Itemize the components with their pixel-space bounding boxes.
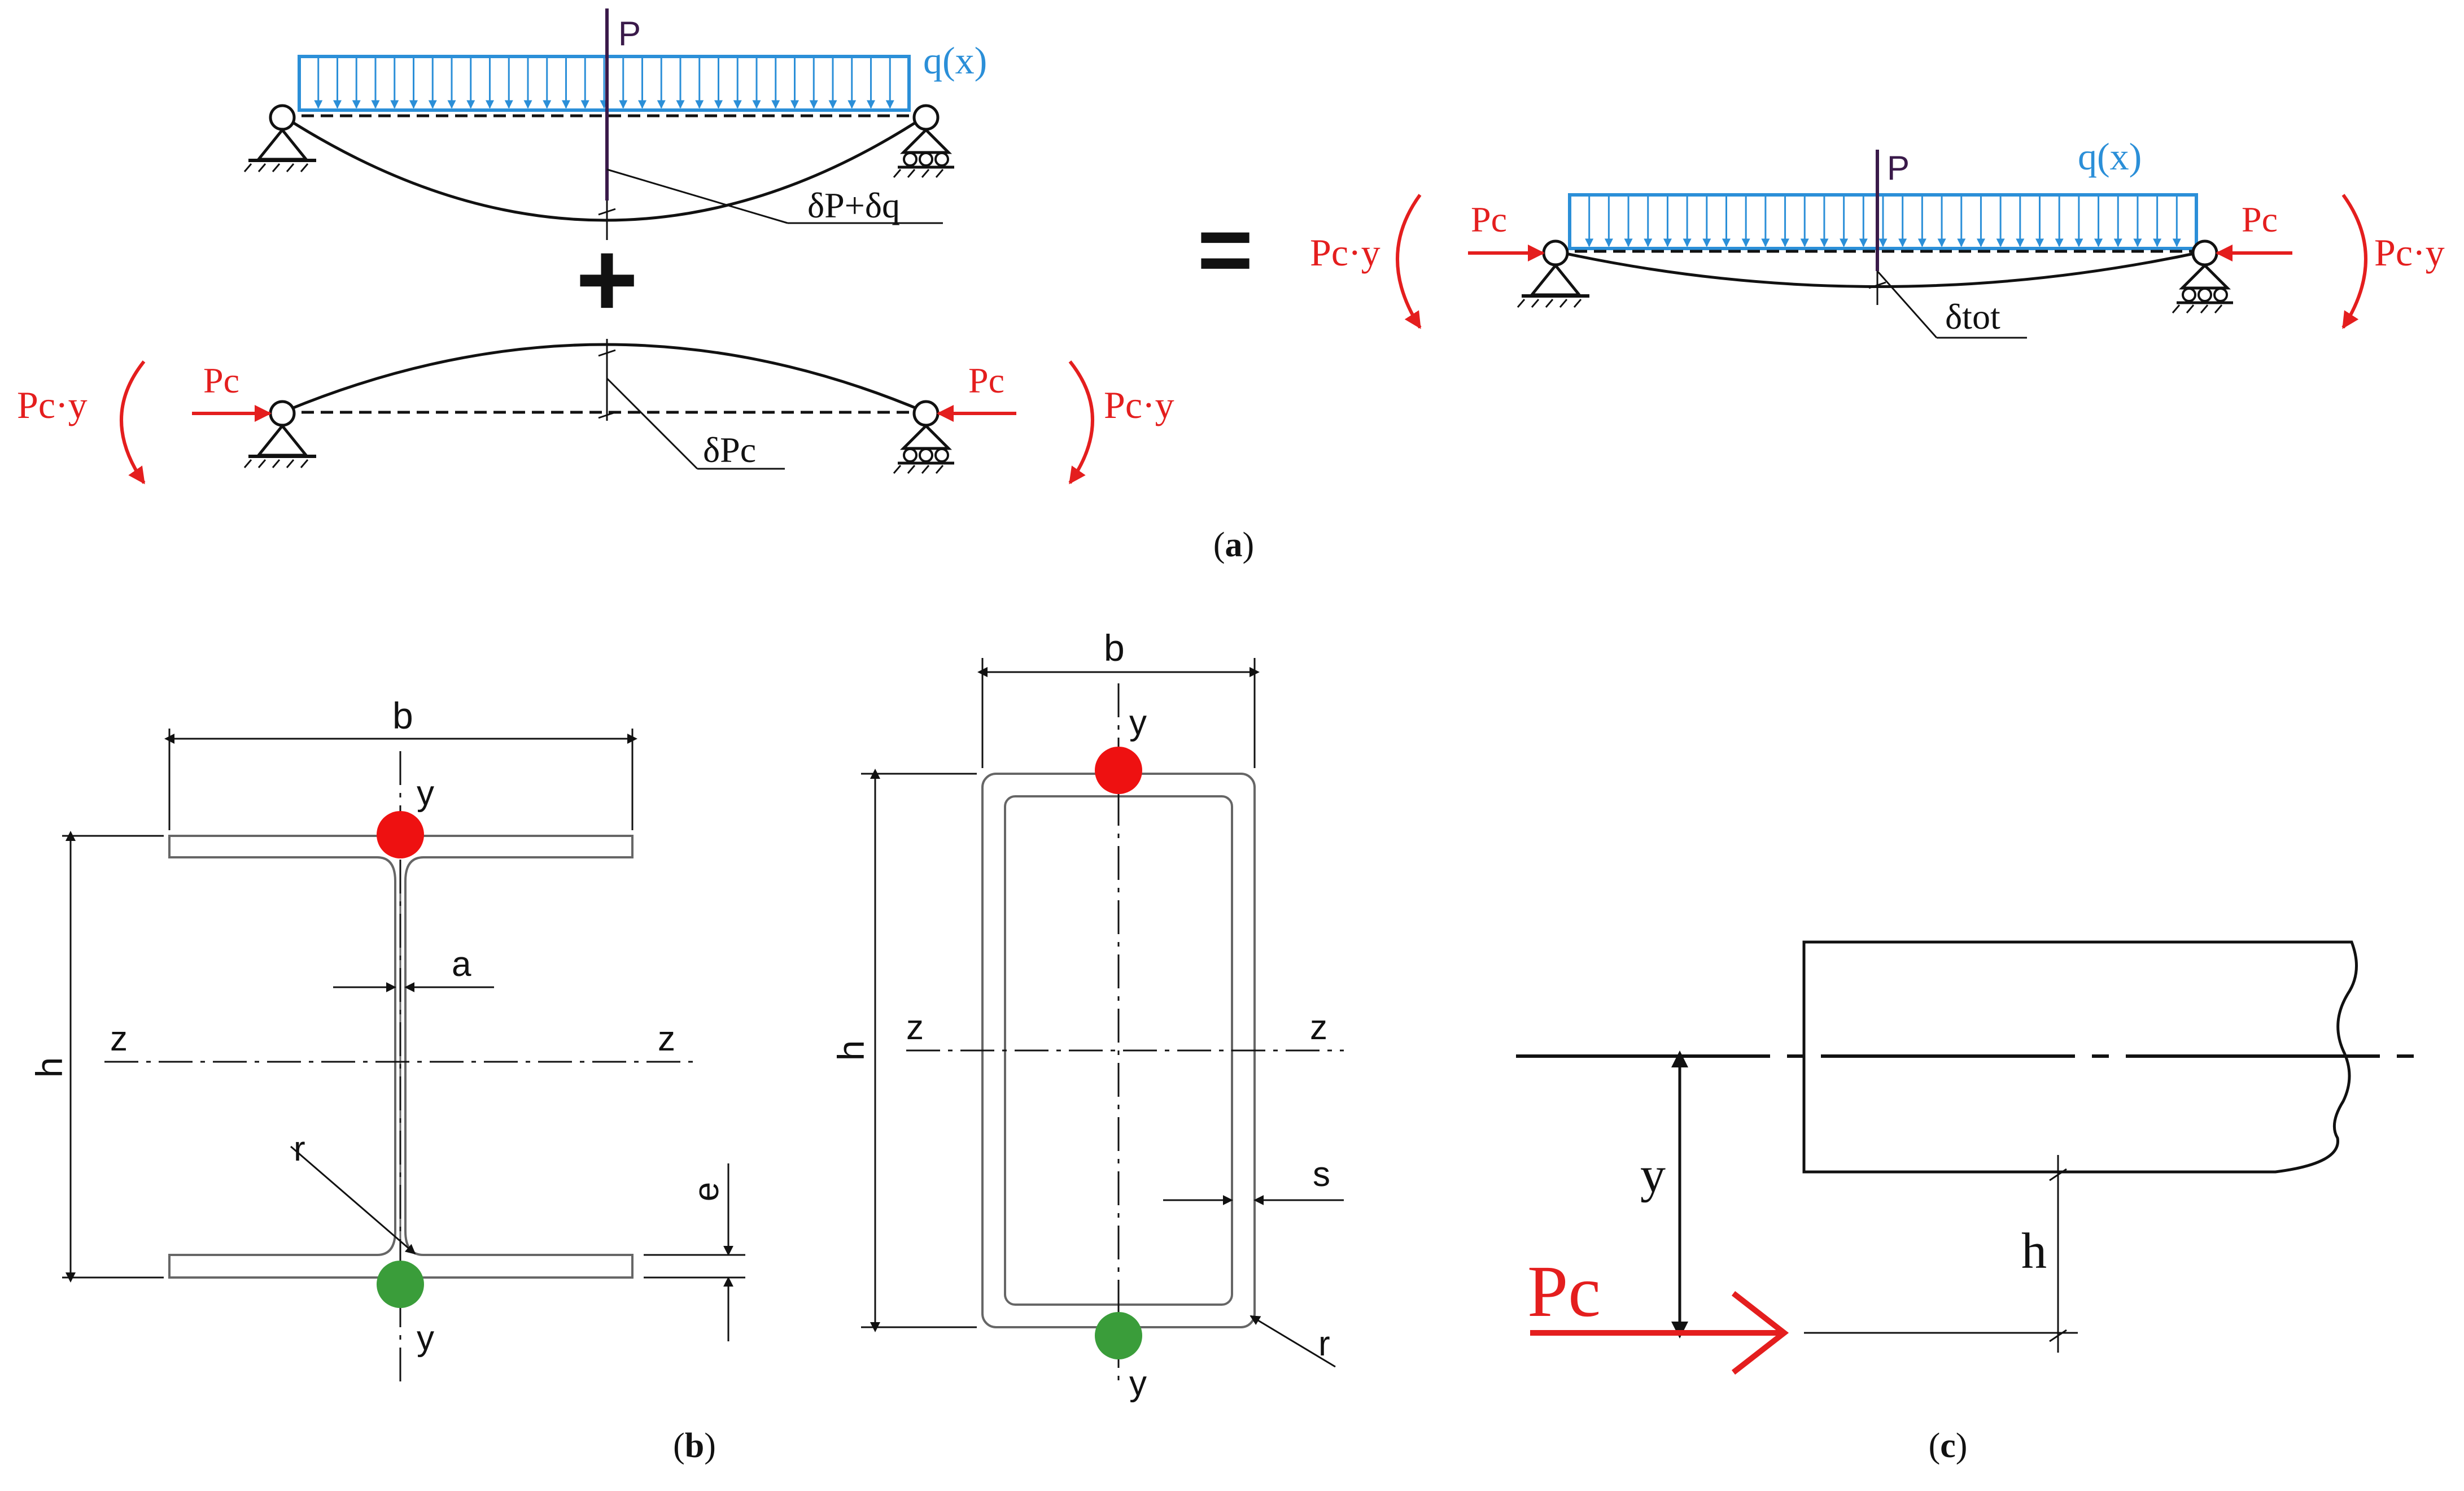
- side-view-h-tick-bottom: [2049, 1329, 2067, 1342]
- caption-b: (b): [673, 1427, 716, 1465]
- leader-top: [606, 168, 788, 224]
- side-view-h-tick-top: [2049, 1168, 2067, 1182]
- rhs-r-leader: [1250, 1315, 1336, 1368]
- roller-support-total-right: [2172, 239, 2233, 313]
- ibeam-label-a: a: [452, 945, 471, 984]
- roller-support-top-right: [893, 104, 954, 178]
- moment-arrow-total-right: [2341, 194, 2367, 329]
- beam-bottom: Pc Pc Pc·y Pc·y δPc: [17, 339, 1174, 485]
- panel-a: P q(x) δP+δq: [17, 8, 2445, 564]
- rhs-section: b h s r y y z z: [830, 627, 1344, 1403]
- ibeam-bottom-point: [377, 1261, 424, 1308]
- rhs-label-y-top: y: [1129, 703, 1147, 742]
- tick-total: [1868, 281, 1886, 289]
- moment-arrow-left: [120, 360, 146, 485]
- label-delta-pc: δPc: [703, 430, 756, 470]
- moment-arrow-total-left: [1396, 194, 1422, 329]
- label-pc-total-right: Pc: [2242, 199, 2278, 239]
- ibeam-r-leader: [290, 1145, 416, 1255]
- rhs-label-s: s: [1313, 1155, 1330, 1194]
- label-p-top: P: [618, 15, 641, 53]
- label-pc-right: Pc: [968, 360, 1004, 400]
- side-view-beam: [1802, 940, 2358, 1174]
- leader-bottom: [606, 377, 698, 470]
- tick-bottom-1: [598, 349, 616, 357]
- ibeam-outline: [168, 835, 634, 1279]
- deflected-shape-top: [281, 114, 927, 222]
- ibeam-label-e: e: [687, 1182, 726, 1201]
- label-pc-total-left: Pc: [1471, 199, 1507, 239]
- equals-sign: =: [1197, 196, 1253, 303]
- caption-c: (c): [1929, 1427, 1968, 1465]
- ibeam-label-b: b: [392, 695, 413, 736]
- rhs-label-h: h: [830, 1040, 872, 1061]
- rhs-label-z-right: z: [1310, 1008, 1327, 1047]
- rhs-label-y-bottom: y: [1129, 1364, 1147, 1403]
- plus-sign: +: [576, 220, 639, 339]
- panel-b: b h a e r y y z z: [28, 627, 1344, 1465]
- pin-support-total-left: [1517, 239, 1589, 308]
- ibeam-label-r: r: [294, 1130, 305, 1169]
- rhs-label-z-left: z: [906, 1008, 924, 1047]
- label-delta-p-q: δP+δq: [807, 185, 900, 225]
- rhs-label-b: b: [1104, 627, 1125, 669]
- deflected-shape-bottom: [282, 343, 927, 414]
- ibeam-top-point: [377, 811, 424, 858]
- label-q-top: q(x): [923, 39, 987, 82]
- caption-a: (a): [1213, 526, 1254, 564]
- ibeam-label-z-right: z: [658, 1019, 675, 1058]
- pin-support-top-left: [243, 104, 316, 172]
- side-view-label-pc: Pc: [1527, 1251, 1601, 1332]
- deflected-shape-total: [1555, 250, 2205, 288]
- ibeam-label-y-top: y: [417, 774, 434, 813]
- side-view-label-h: h: [2021, 1223, 2047, 1279]
- label-p-total: P: [1887, 149, 1910, 187]
- leader-total: [1876, 271, 1938, 338]
- label-moment-right: Pc·y: [1104, 383, 1174, 426]
- label-q-total: q(x): [2078, 135, 2142, 178]
- side-view-label-y: y: [1640, 1147, 1666, 1203]
- rhs-top-point: [1095, 747, 1142, 794]
- label-moment-total-right: Pc·y: [2374, 231, 2445, 274]
- ibeam-label-z-left: z: [110, 1019, 128, 1058]
- ibeam-section: b h a e r y y z z: [28, 695, 745, 1384]
- ibeam-label-y-bottom: y: [417, 1319, 434, 1358]
- label-moment-total-left: Pc·y: [1310, 231, 1380, 274]
- ibeam-label-h: h: [28, 1057, 70, 1078]
- roller-support-bottom-right: [893, 400, 954, 474]
- beam-total: P q(x) Pc Pc P: [1310, 135, 2445, 339]
- side-view-pc-arrowhead: [1731, 1291, 1789, 1375]
- rhs-bottom-point: [1095, 1312, 1142, 1359]
- moment-arrow-right: [1068, 360, 1094, 485]
- tick-top: [598, 208, 616, 216]
- distributed-load-top: [298, 55, 911, 112]
- tick-bottom-2: [598, 411, 616, 419]
- panel-c: y h Pc (c): [1516, 940, 2422, 1465]
- rhs-label-r: r: [1318, 1324, 1330, 1363]
- label-delta-tot: δtot: [1945, 297, 2000, 337]
- label-moment-left: Pc·y: [17, 383, 88, 426]
- beam-top: P q(x) δP+δq: [243, 8, 987, 240]
- distributed-load-total: [1568, 193, 2198, 250]
- label-pc-left: Pc: [203, 360, 239, 400]
